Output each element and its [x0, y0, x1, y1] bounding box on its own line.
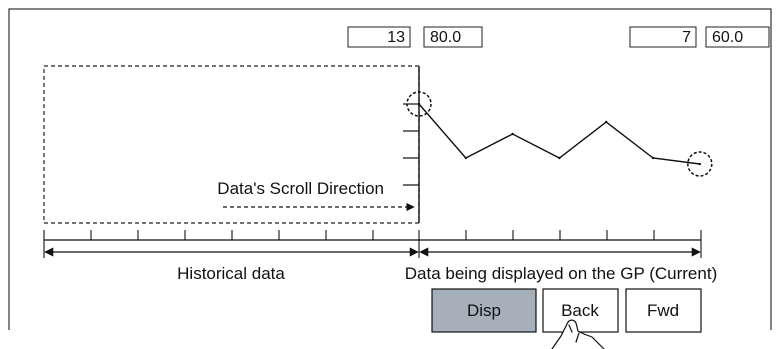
pointing-hand-icon [551, 319, 605, 349]
trend-data-point [605, 120, 608, 124]
trend-data-point [558, 156, 561, 160]
historical-data-label: Historical data [177, 264, 285, 283]
left-value-readout-text: 80.0 [430, 29, 461, 46]
left-index-readout-text: 13 [387, 29, 405, 46]
trend-data-point [698, 162, 701, 166]
right-value-readout-text: 60.0 [712, 29, 743, 46]
left-value-readout: 80.0 [423, 26, 483, 48]
trend-data-point [511, 132, 514, 136]
right-index-readout-text: 7 [682, 29, 691, 46]
scroll-direction-label: Data's Scroll Direction [217, 179, 384, 198]
current-data-label: Data being displayed on the GP (Current) [405, 264, 717, 283]
back-button-background [542, 288, 619, 333]
trend-data-point [417, 102, 421, 106]
trend-data-point [651, 156, 655, 160]
disp-button-label: Disp [467, 301, 501, 320]
right-value-readout: 60.0 [705, 26, 770, 48]
disp-button-background [431, 288, 537, 333]
back-button[interactable]: Back [542, 288, 619, 333]
frame-bottom-mask [8, 330, 772, 348]
fwd-button[interactable]: Fwd [625, 288, 702, 333]
fwd-button-label: Fwd [647, 301, 679, 320]
outer-frame [8, 8, 772, 345]
trend-data-point [464, 156, 467, 160]
highlighted-point-marker [687, 151, 713, 177]
left-index-readout: 13 [347, 26, 411, 48]
y-axis-ticks [403, 103, 419, 186]
time-axis-ticks [43, 230, 702, 258]
fwd-button-background [625, 288, 702, 333]
back-button-label: Back [561, 301, 599, 320]
trend-line-chart [406, 91, 713, 177]
disp-button[interactable]: Disp [431, 288, 537, 333]
highlighted-point-marker [406, 91, 432, 117]
right-index-readout: 7 [629, 26, 697, 48]
